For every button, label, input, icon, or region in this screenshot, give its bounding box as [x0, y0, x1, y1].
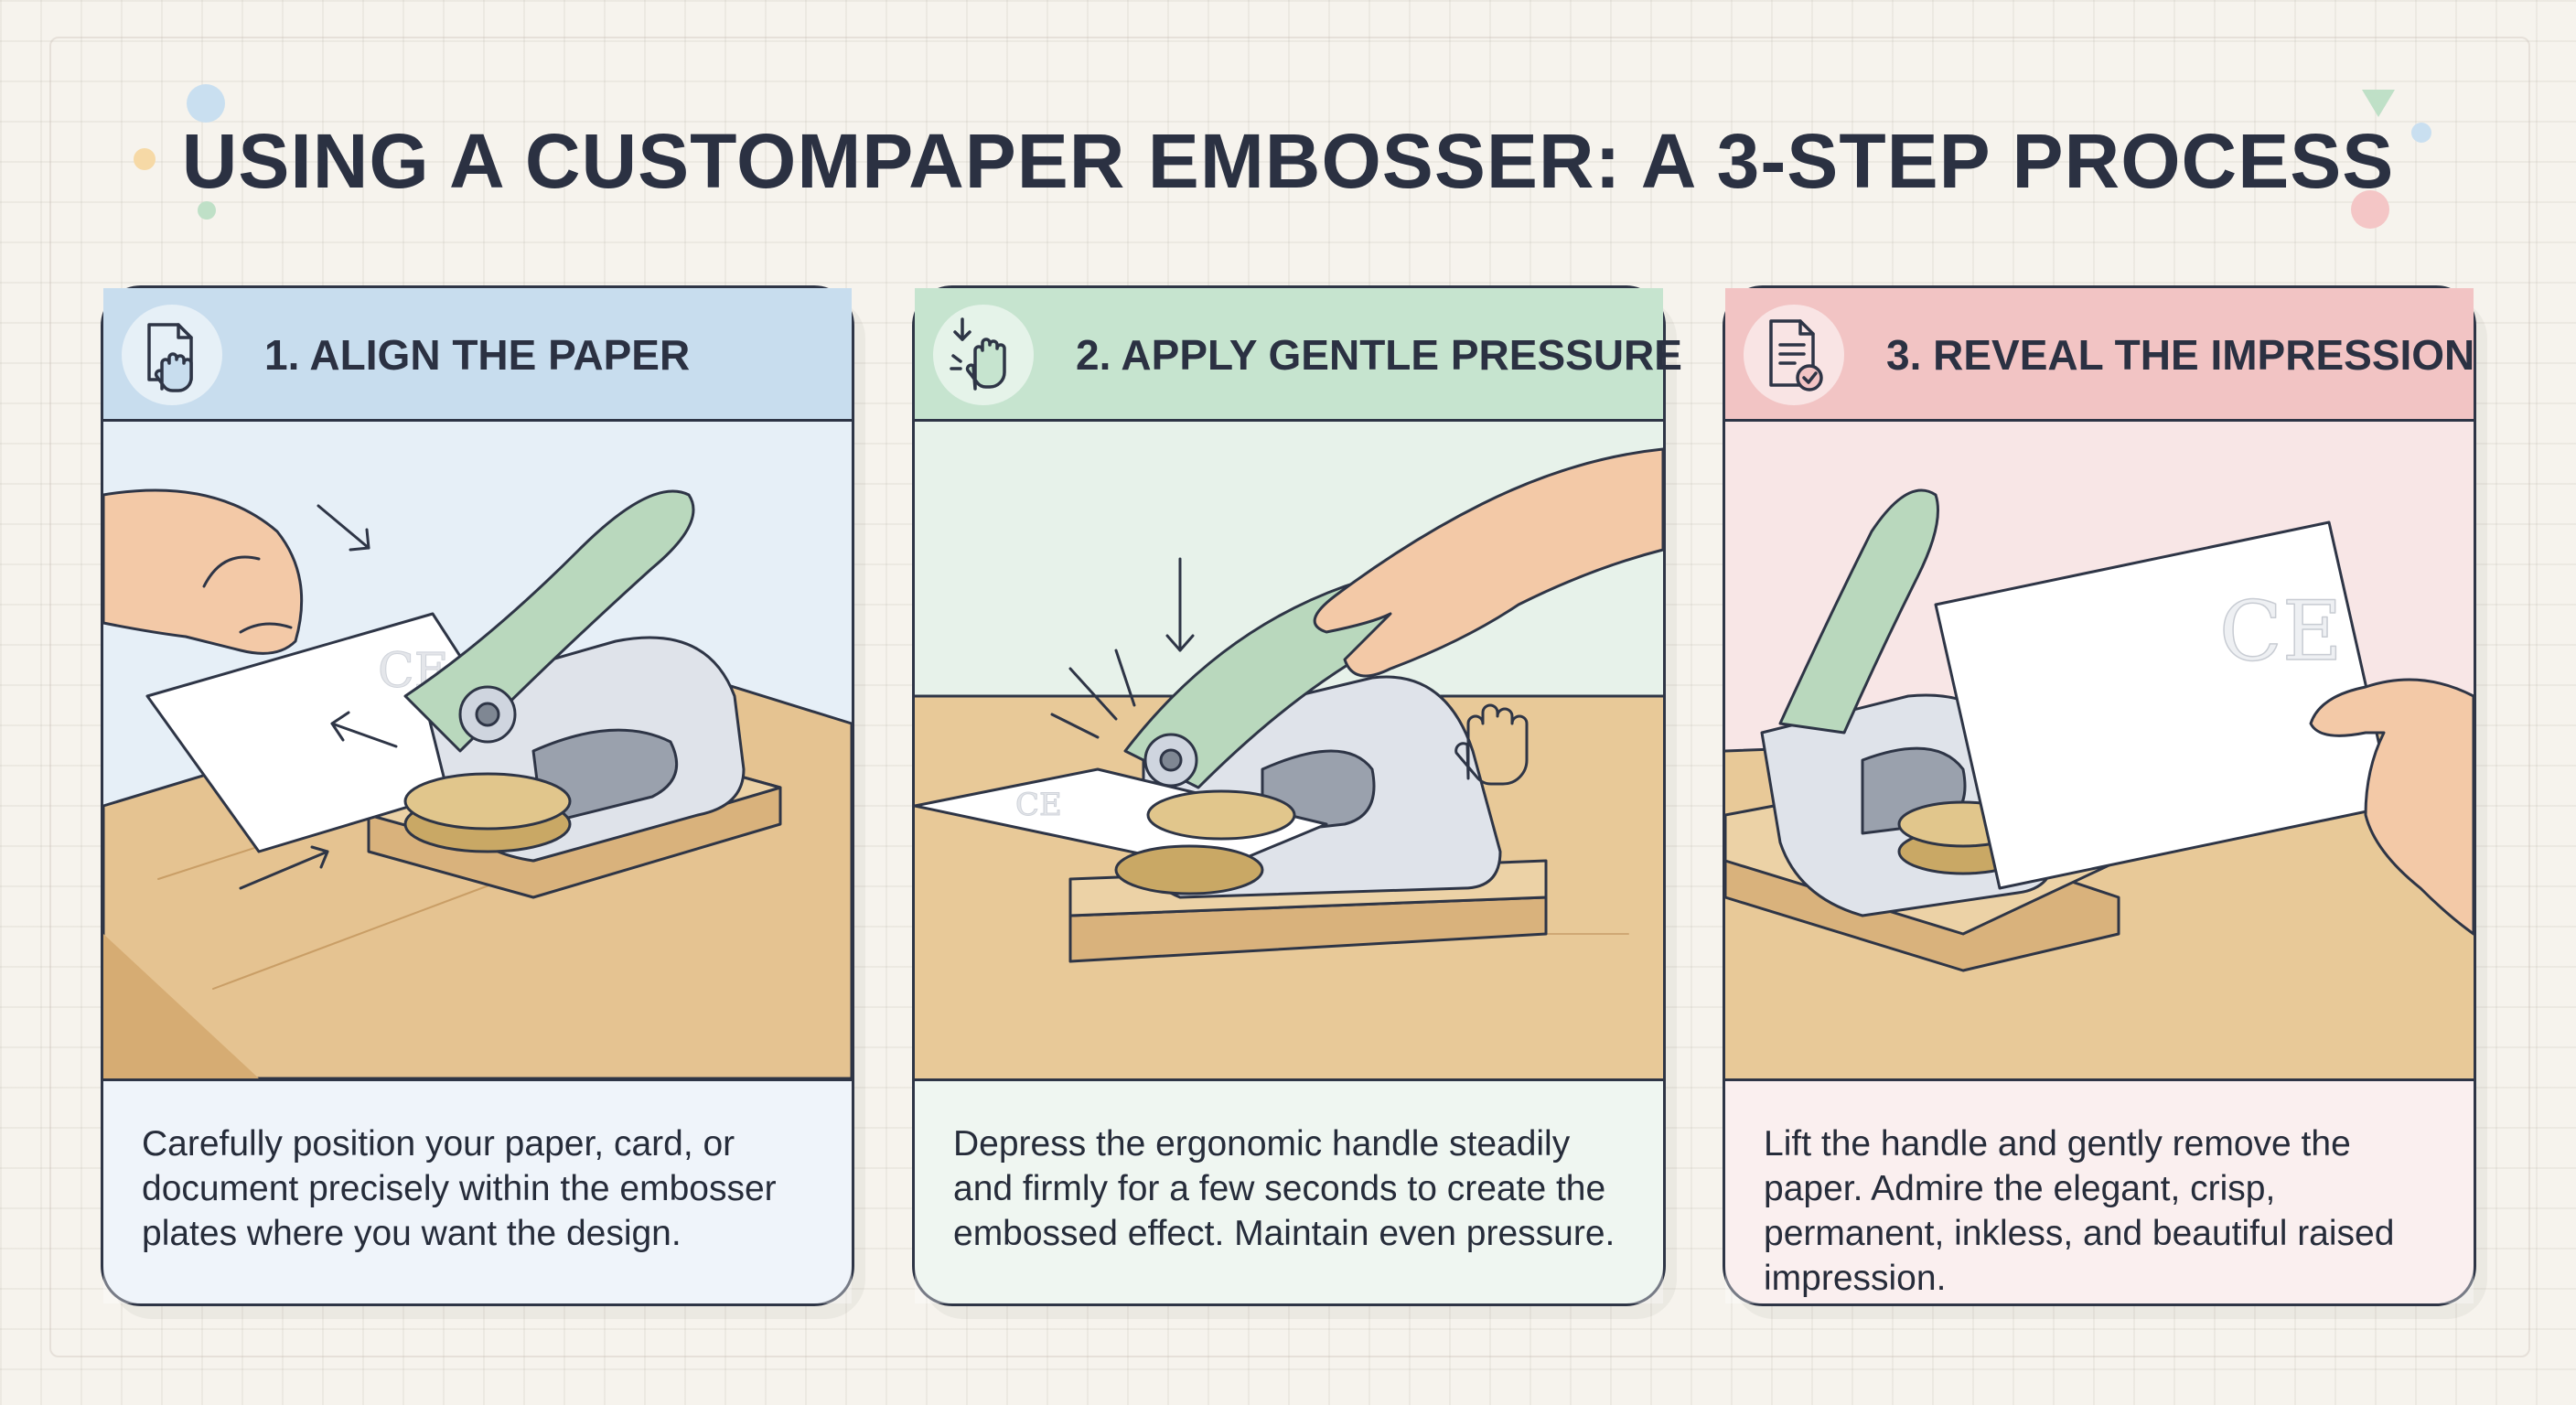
direction-arrows: [239, 504, 398, 890]
brass-die: [403, 772, 572, 831]
step-title: 2. APPLY GENTLE PRESSURE: [1076, 331, 1682, 379]
hand-icon: [1454, 703, 1529, 786]
page-title: USING A CUSTOMPAPER EMBOSSER: A 3-STEP P…: [181, 118, 2395, 204]
decor-dot: [2411, 123, 2431, 143]
step-illustration-press: CE: [913, 422, 1665, 1078]
step-description: Carefully position your paper, card, or …: [142, 1124, 777, 1253]
monogram-mark: CE: [1015, 787, 1062, 823]
step-card-align: 1. ALIGN THE PAPER CE: [101, 285, 854, 1306]
decor-dot: [187, 84, 225, 123]
page-frame: [49, 37, 2530, 1357]
step-badge: [933, 305, 1034, 405]
press-arrow: [1050, 557, 1195, 739]
brass-die: [1146, 789, 1296, 841]
step-description: Depress the ergonomic handle steadily an…: [953, 1124, 1615, 1253]
hand: [2309, 678, 2475, 936]
step-illustration-reveal: CE: [1723, 422, 2475, 1078]
hand: [102, 488, 304, 655]
decor-triangle: [2362, 90, 2395, 117]
press-hand-icon: [950, 317, 1006, 391]
step-description: Lift the handle and gently remove the pa…: [1764, 1124, 2395, 1298]
document-check-icon: [1769, 319, 1823, 391]
decor-dot: [2351, 190, 2389, 229]
step-description-panel: Lift the handle and gently remove the pa…: [1725, 1078, 2474, 1303]
hand: [1313, 447, 1665, 678]
step-header: 3. REVEAL THE IMPRESSION: [1725, 288, 2474, 422]
step-badge: [1744, 305, 1844, 405]
step-badge: [122, 305, 222, 405]
step-header: 2. APPLY GENTLE PRESSURE: [915, 288, 1682, 422]
step-header: 1. ALIGN THE PAPER: [103, 288, 852, 422]
step-description-panel: Depress the ergonomic handle steadily an…: [915, 1078, 1663, 1303]
step-title: 1. ALIGN THE PAPER: [264, 331, 691, 379]
paper-sheet: [913, 767, 1328, 872]
monogram-mark: CE: [2219, 584, 2343, 680]
step-title: 3. REVEAL THE IMPRESSION: [1886, 331, 2475, 379]
decor-dot: [198, 201, 216, 220]
step-description-panel: Carefully position your paper, card, or …: [103, 1078, 852, 1303]
step-card-press: 2. APPLY GENTLE PRESSURE CE: [912, 285, 1682, 1306]
document-hand-icon: [147, 323, 193, 392]
decor-dot: [134, 148, 156, 170]
embosser-handle: [403, 489, 695, 753]
step-card-reveal: 3. REVEAL THE IMPRESSION CE Lift the han…: [1723, 285, 2476, 1306]
step-illustration-align: CE: [102, 422, 853, 1080]
embosser-handle: [1778, 488, 1939, 735]
